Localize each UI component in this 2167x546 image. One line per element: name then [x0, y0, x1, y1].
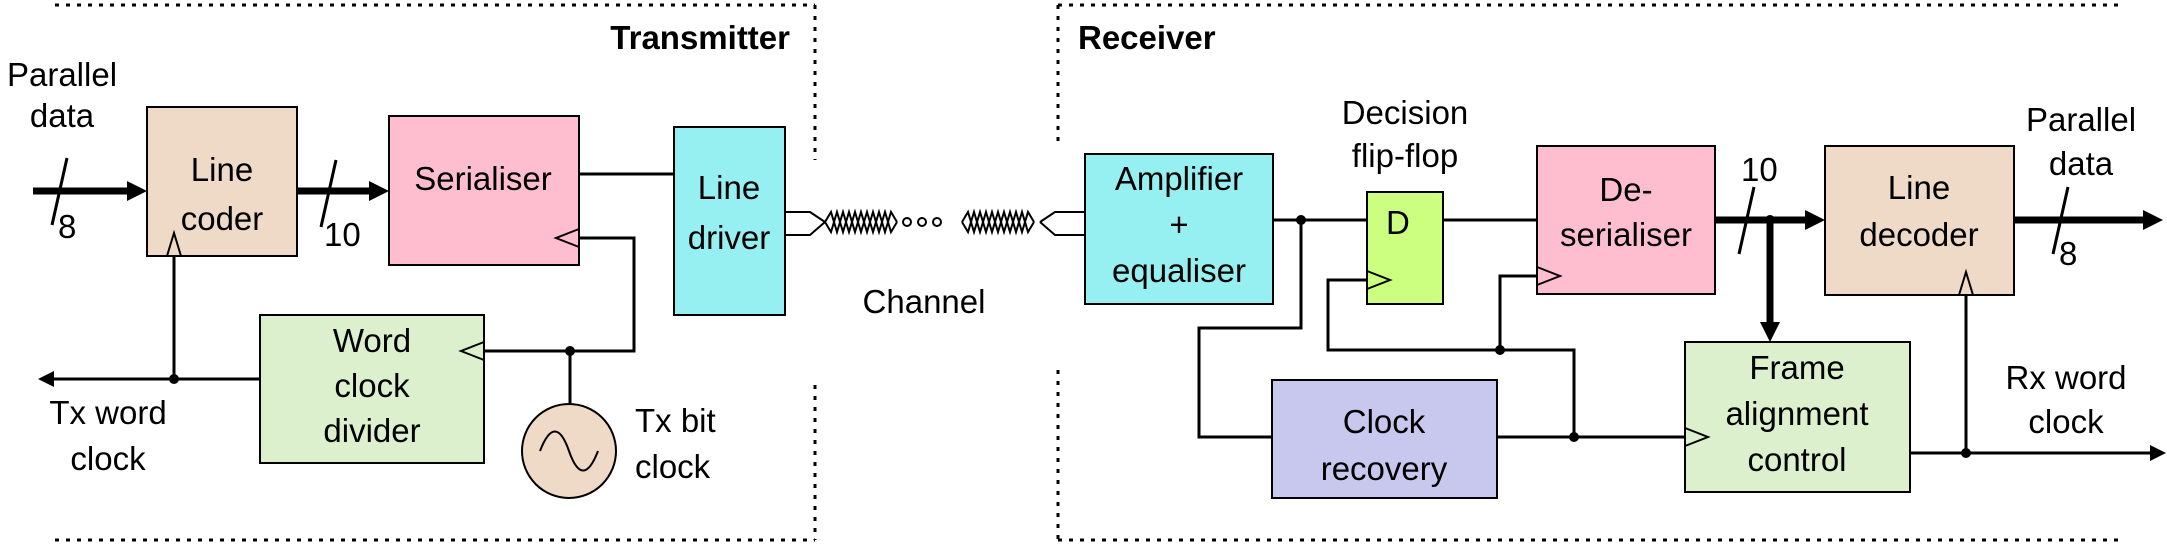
deserialiser-block: De- serialiser — [1536, 145, 1716, 295]
twisted-pair-channel — [785, 208, 1085, 236]
tx-coded-bus-slash — [319, 159, 338, 228]
amplifier-label-line1: Amplifier — [1115, 160, 1243, 197]
rx-output-label-line1: Parallel — [2026, 101, 2136, 138]
flipflop-d-pin: D — [1386, 204, 1410, 241]
frame-alignment-label-line3: control — [1747, 441, 1846, 478]
clock-recovery-label-line2: recovery — [1321, 450, 1448, 487]
amplifier-label-line2: + — [1169, 206, 1188, 243]
line-driver-label-line2: driver — [688, 219, 771, 256]
rx-output-bus-slash — [2051, 186, 2070, 255]
frame-alignment-clock-input — [1684, 427, 1711, 447]
flipflop-label-line1: Decision — [1342, 94, 1469, 131]
tx-bit-clock-label-line2: clock — [635, 448, 711, 485]
tx-word-clock-arrowhead — [38, 371, 54, 387]
line-decoder-block: Line decoder — [1824, 145, 2015, 296]
decision-flipflop-block: D — [1366, 191, 1444, 305]
deserialiser-label-line2: serialiser — [1560, 216, 1692, 253]
recovered-clock-to-deserialiser-wire — [1498, 274, 1537, 350]
serialiser-label: Serialiser — [414, 160, 552, 197]
line-driver-label-line1: Line — [698, 169, 760, 206]
frame-alignment-label-line2: alignment — [1725, 395, 1868, 432]
tx-bit-clock-oscillator — [521, 403, 617, 499]
line-coder-clock-input — [166, 229, 182, 257]
rx-parallel-bus-slash — [1737, 186, 1756, 255]
receiver-frame — [1056, 3, 2120, 542]
line-coder-label-line2: coder — [181, 200, 264, 237]
deserialiser-label-line1: De- — [1599, 171, 1652, 208]
line-decoder-box — [1824, 145, 2015, 296]
clock-recovery-block: Clock recovery — [1271, 379, 1498, 499]
word-clock-divider-label-line2: clock — [334, 367, 410, 404]
line-driver-block: Line driver — [673, 126, 786, 316]
line-decoder-label-line1: Line — [1888, 169, 1950, 206]
transmitter-title: Transmitter — [610, 19, 790, 56]
serialiser-clock-input — [553, 228, 580, 248]
word-clock-divider-box — [259, 314, 485, 464]
tx-coded-bus-width: 10 — [324, 216, 361, 253]
rx-output-bus-arrowhead — [2143, 210, 2163, 230]
bus-to-frame-alignment-arrowhead — [1760, 322, 1780, 342]
flipflop-box — [1366, 191, 1444, 305]
tx-word-clock-junction — [169, 374, 179, 384]
rx-word-clock-junction — [1961, 448, 1971, 458]
tx-word-clock-label-line2: clock — [70, 440, 146, 477]
line-decoder-clock-input — [1958, 268, 1974, 296]
line-driver-box — [673, 126, 786, 316]
recovered-clock-to-ff-wire — [1326, 278, 1576, 437]
sine-wave-icon — [539, 430, 599, 472]
clock-recovery-box — [1271, 379, 1498, 499]
rx-output-bus-width: 8 — [2059, 235, 2077, 272]
flipflop-label-line2: flip-flop — [1352, 137, 1458, 174]
rx-word-clock-label-line1: Rx word — [2005, 359, 2126, 396]
bit-clock-to-serialiser-wire — [470, 236, 636, 353]
tx-bit-clock-label-line1: Tx bit — [635, 402, 716, 439]
rx-data-to-recovery-wire — [1197, 220, 1303, 439]
line-decoder-label-line2: decoder — [1859, 216, 1978, 253]
frame-alignment-box — [1684, 341, 1911, 493]
word-clock-divider-label-line3: divider — [323, 412, 420, 449]
rx-parallel-bus-width: 10 — [1741, 151, 1778, 188]
tx-coded-bus-arrowhead — [369, 181, 389, 201]
frame-alignment-label-line1: Frame — [1749, 349, 1844, 386]
bit-clock-junction — [565, 346, 575, 356]
rx-parallel-bus-arrowhead — [1805, 210, 1825, 230]
deserialiser-box — [1536, 145, 1716, 295]
rx-output-label-line2: data — [2049, 145, 2114, 182]
recovered-clock-junction-top — [1495, 345, 1505, 355]
tx-input-label-line1: Parallel — [7, 56, 117, 93]
clock-recovery-label-line1: Clock — [1343, 403, 1426, 440]
line-coder-box — [146, 106, 298, 257]
word-clock-divider-label-line1: Word — [333, 322, 411, 359]
channel-label: Channel — [863, 283, 986, 320]
tx-input-bus-slash — [50, 157, 69, 226]
tx-input-label: Parallel data — [7, 56, 117, 134]
serialiser-block: Serialiser — [388, 115, 580, 266]
amplifier-box — [1084, 153, 1274, 305]
rx-word-clock-arrowhead — [2150, 445, 2166, 461]
amplifier-label-line3: equaliser — [1112, 252, 1246, 289]
recovered-clock-junction — [1569, 432, 1579, 442]
serialiser-box — [388, 115, 580, 266]
frame-alignment-block: Frame alignment control — [1684, 341, 1911, 493]
rx-word-clock-label-line2: clock — [2028, 403, 2104, 440]
word-clock-divider-clock-input — [458, 341, 485, 361]
deserialiser-clock-input — [1536, 266, 1563, 286]
tx-word-clock-label-line1: Tx word — [49, 394, 166, 431]
line-coder-block: Line coder — [146, 106, 298, 257]
transmitter-frame — [55, 3, 817, 542]
word-clock-divider-block: Word clock divider — [259, 314, 485, 464]
receiver-title: Receiver — [1078, 19, 1216, 56]
tx-input-bus-arrowhead — [127, 181, 147, 201]
tx-input-bus-width: 8 — [58, 208, 76, 245]
flipflop-clock-input — [1366, 270, 1393, 290]
line-coder-label-line1: Line — [191, 151, 253, 188]
tx-input-label-line2: data — [30, 97, 95, 134]
amplifier-block: Amplifier + equaliser — [1084, 153, 1274, 305]
